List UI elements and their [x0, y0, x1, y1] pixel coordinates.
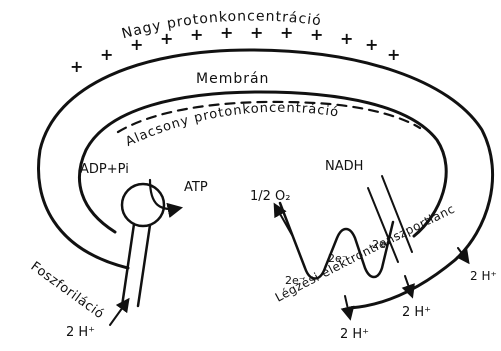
plus-sign: + [70, 57, 83, 76]
plus-sign: + [130, 35, 143, 54]
proton-arrow-synthase [110, 300, 128, 325]
plus-sign: + [250, 23, 263, 42]
proton-label-3: 2 H⁺ [470, 269, 497, 283]
inner-label: Alacsony protonkoncentráció [123, 101, 340, 150]
atp-label: ATP [184, 180, 208, 195]
membrane-label: Membrán [196, 71, 269, 87]
plus-sign: + [220, 23, 233, 42]
plus-sign: + [190, 25, 203, 44]
proton-label-2: 2 H⁺ [402, 305, 431, 320]
adp-label: ADP+Pi [80, 162, 129, 177]
proton-label-1: 2 H⁺ [340, 327, 369, 342]
plus-sign: + [100, 45, 113, 64]
plus-sign: + [280, 23, 293, 42]
plus-sign: + [365, 35, 378, 54]
atp-synthase-stalk [122, 224, 150, 306]
plus-sign: + [310, 25, 323, 44]
plus-sign: + [160, 29, 173, 48]
plus-sign: + [340, 29, 353, 48]
nadh-label: NADH [325, 159, 363, 174]
oxygen-label: 1/2 O₂ [250, 189, 291, 204]
phosphorylation-label: Foszforiláció [28, 259, 107, 322]
plus-sign: + [387, 45, 400, 64]
proton-label-synthase: 2 H⁺ [66, 325, 95, 340]
outer-membrane [38, 50, 492, 308]
